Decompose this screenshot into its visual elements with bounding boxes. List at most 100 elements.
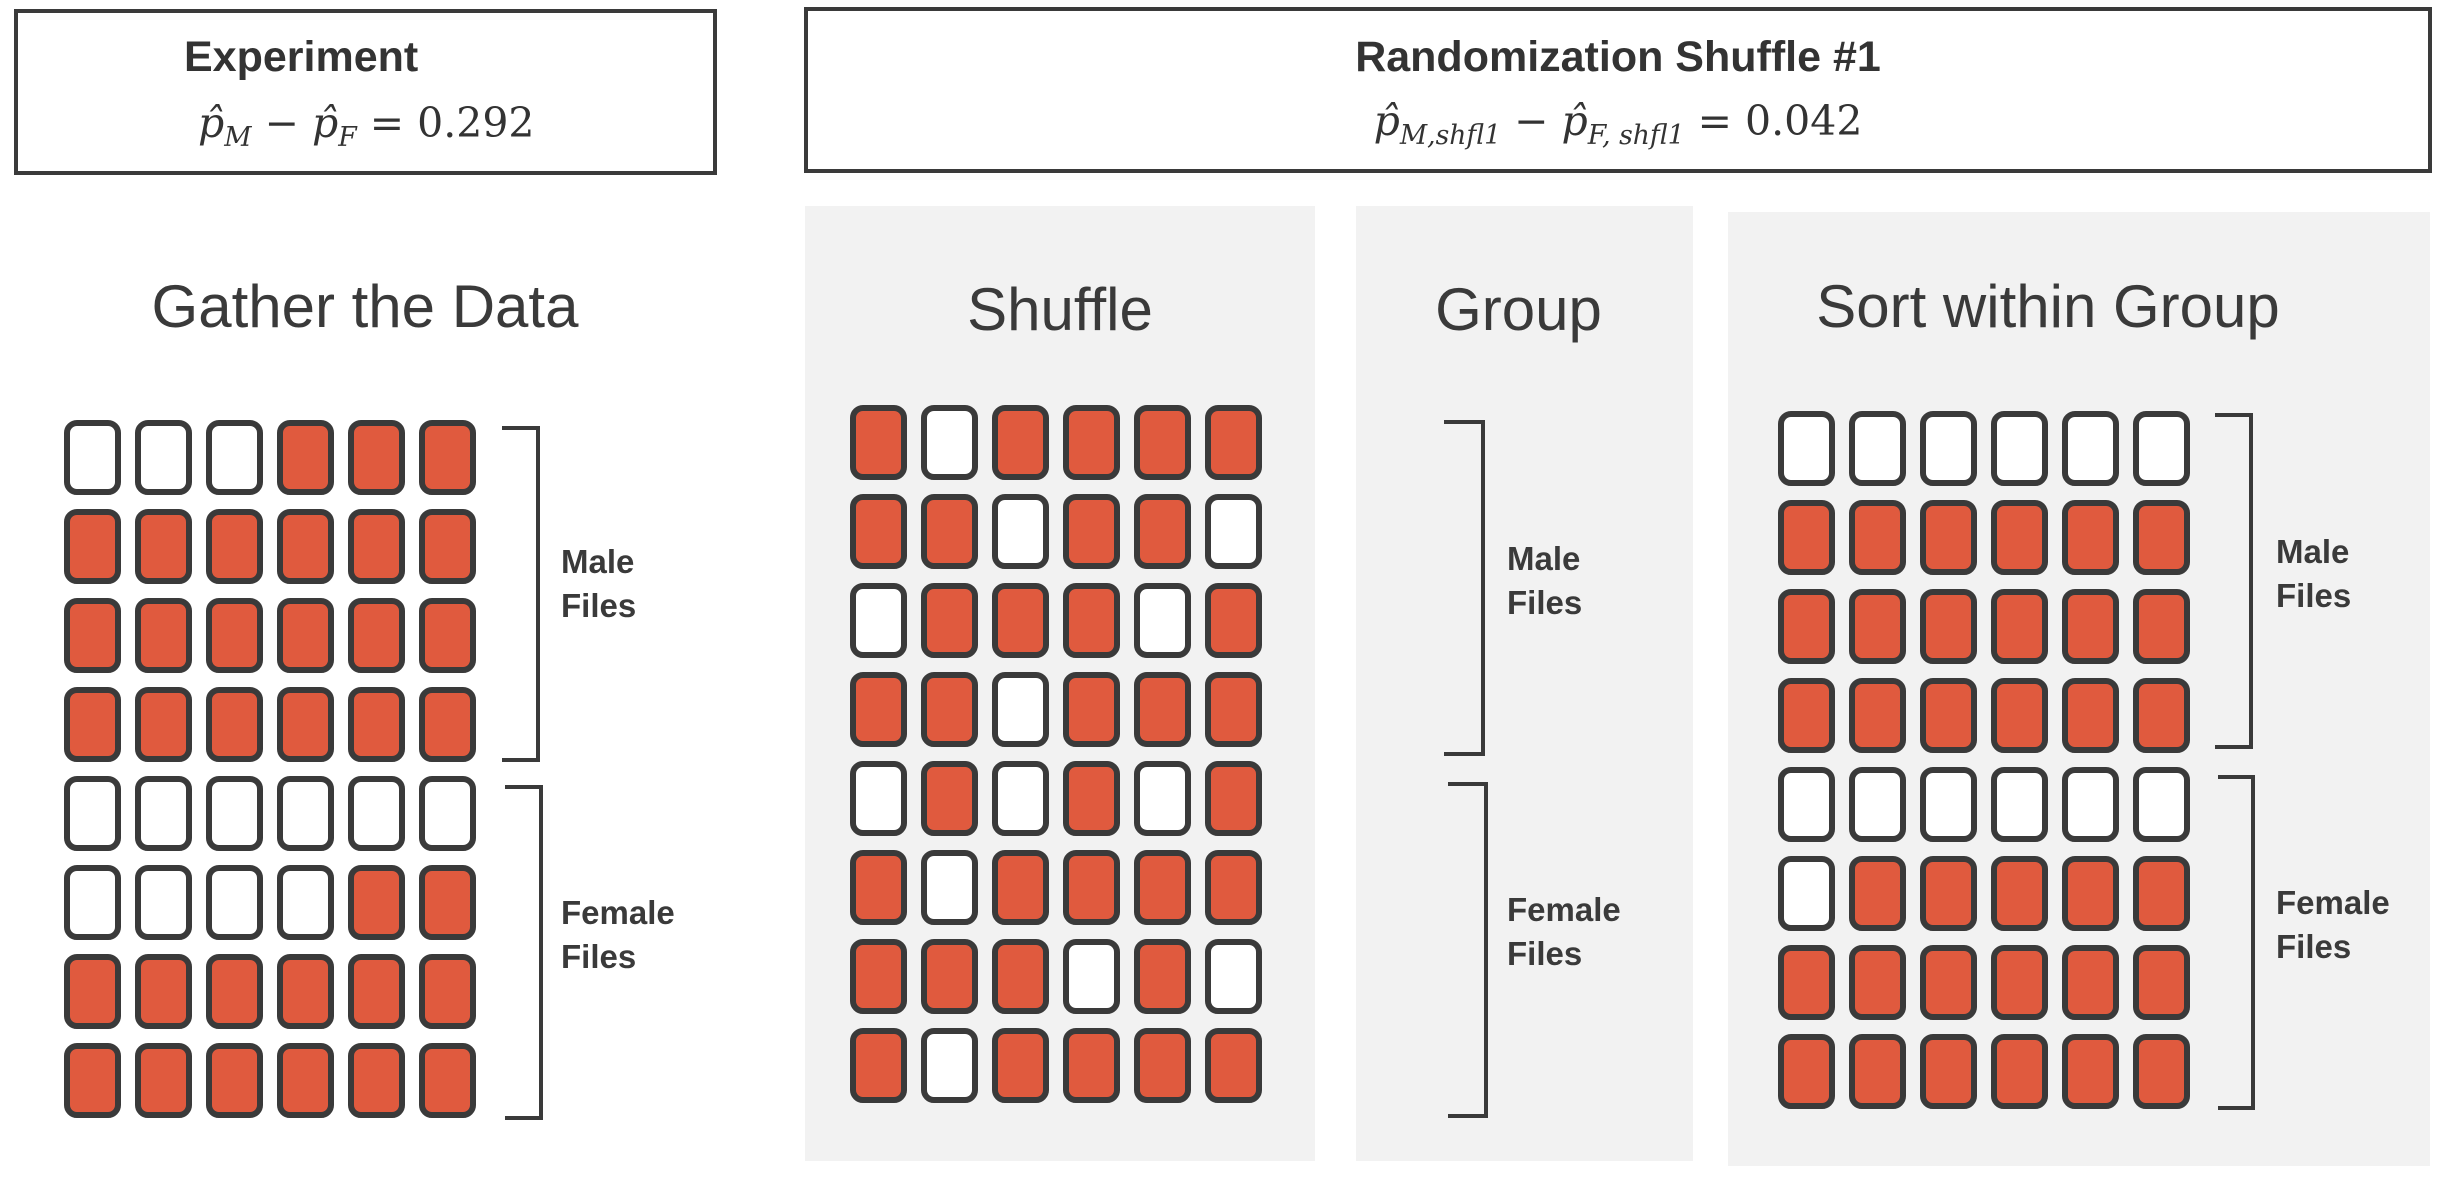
gather-file-card-empty xyxy=(206,420,263,495)
sort-file-card-empty xyxy=(2133,411,2190,486)
sort-file-card-filled xyxy=(2062,856,2119,931)
gather-file-card-filled xyxy=(64,954,121,1029)
group-female-label-line2: Files xyxy=(1507,935,1583,972)
sort-file-card-filled xyxy=(1778,678,1835,753)
shuffle-file-card-filled xyxy=(921,494,978,569)
shuffle-file-card-filled xyxy=(1063,494,1120,569)
gather-female-label-line1: Female xyxy=(561,894,675,931)
sort-female-bracket xyxy=(2218,775,2255,1110)
sort-file-card-filled xyxy=(2062,945,2119,1020)
shuffle-file-card-empty xyxy=(992,672,1049,747)
gather-file-card-filled xyxy=(419,1043,476,1118)
randomization-formula: p̂M,shfl1 − p̂F, shfl1 = 0.042 xyxy=(808,97,2428,151)
gather-file-card-empty xyxy=(419,776,476,851)
gather-file-card-filled xyxy=(348,509,405,584)
shuffle-file-card-empty xyxy=(1205,494,1262,569)
shuffle-file-card-filled xyxy=(1134,939,1191,1014)
gather-file-card-empty xyxy=(64,776,121,851)
sort-file-card-empty xyxy=(1778,767,1835,842)
sort-female-label-line1: Female xyxy=(2276,884,2390,921)
sort-file-card-empty xyxy=(1920,767,1977,842)
gather-female-bracket xyxy=(505,785,543,1120)
sort-file-card-empty xyxy=(2133,767,2190,842)
shuffle-file-card-filled xyxy=(850,1028,907,1103)
shuffle-file-card-filled xyxy=(992,583,1049,658)
shuffle-file-card-empty xyxy=(1134,583,1191,658)
sort-file-card-filled xyxy=(1920,1034,1977,1109)
shuffle-file-card-empty xyxy=(921,1028,978,1103)
experiment-formula-text: p̂M − p̂F = 0.292 xyxy=(198,99,535,154)
gather-file-card-filled xyxy=(277,509,334,584)
shuffle-file-card-filled xyxy=(1205,761,1262,836)
sort-file-card-filled xyxy=(1849,1034,1906,1109)
gather-grid xyxy=(64,420,476,1118)
shuffle-file-card-empty xyxy=(992,761,1049,836)
sort-female-label: Female Files xyxy=(2276,881,2390,969)
sort-file-card-filled xyxy=(2133,678,2190,753)
shuffle-file-card-filled xyxy=(1134,494,1191,569)
shuffle-file-card-filled xyxy=(1205,583,1262,658)
gather-file-card-filled xyxy=(64,1043,121,1118)
shuffle-file-card-filled xyxy=(1063,761,1120,836)
group-male-label: Male Files xyxy=(1507,537,1582,625)
gather-male-label-line1: Male xyxy=(561,543,635,580)
sort-file-card-empty xyxy=(1849,411,1906,486)
gather-male-label-line2: Files xyxy=(561,587,637,624)
gather-file-card-filled xyxy=(348,954,405,1029)
gather-file-card-filled xyxy=(135,1043,192,1118)
gather-file-card-filled xyxy=(419,954,476,1029)
experiment-title: Experiment xyxy=(184,33,419,81)
gather-file-card-empty xyxy=(206,776,263,851)
gather-file-card-empty xyxy=(348,776,405,851)
sort-file-card-filled xyxy=(1991,500,2048,575)
gather-file-card-empty xyxy=(277,865,334,940)
gather-file-card-filled xyxy=(277,954,334,1029)
sort-file-card-filled xyxy=(1991,678,2048,753)
group-female-label-line1: Female xyxy=(1507,891,1621,928)
shuffle-file-card-filled xyxy=(1063,1028,1120,1103)
gather-file-card-filled xyxy=(135,687,192,762)
gather-male-label: Male Files xyxy=(561,540,636,628)
randomization-box: Randomization Shuffle #1 p̂M,shfl1 − p̂F… xyxy=(804,7,2432,173)
shuffle-file-card-filled xyxy=(1134,672,1191,747)
gather-file-card-filled xyxy=(135,509,192,584)
sort-file-card-filled xyxy=(1849,945,1906,1020)
sort-file-card-filled xyxy=(1778,500,1835,575)
shuffle-file-card-filled xyxy=(850,939,907,1014)
sort-file-card-empty xyxy=(2062,767,2119,842)
group-panel xyxy=(1356,206,1693,1161)
shuffle-file-card-filled xyxy=(850,672,907,747)
shuffle-file-card-filled xyxy=(1205,850,1262,925)
sort-file-card-filled xyxy=(2133,856,2190,931)
group-male-label-line2: Files xyxy=(1507,584,1583,621)
experiment-formula: p̂M − p̂F = 0.292 xyxy=(198,99,713,153)
gather-file-card-filled xyxy=(277,1043,334,1118)
gather-file-card-empty xyxy=(64,865,121,940)
gather-file-card-filled xyxy=(348,420,405,495)
shuffle-file-card-filled xyxy=(1063,672,1120,747)
sort-file-card-filled xyxy=(1991,1034,2048,1109)
sort-file-card-filled xyxy=(2062,678,2119,753)
gather-file-card-filled xyxy=(206,954,263,1029)
gather-file-card-filled xyxy=(206,1043,263,1118)
gather-file-card-filled xyxy=(277,687,334,762)
shuffle-file-card-filled xyxy=(1134,850,1191,925)
sort-female-label-line2: Files xyxy=(2276,928,2352,965)
gather-file-card-filled xyxy=(64,509,121,584)
shuffle-file-card-filled xyxy=(921,583,978,658)
group-female-bracket xyxy=(1448,782,1488,1118)
sort-file-card-empty xyxy=(1849,767,1906,842)
gather-file-card-filled xyxy=(64,687,121,762)
shuffle-file-card-filled xyxy=(1205,1028,1262,1103)
shuffle-file-card-filled xyxy=(992,1028,1049,1103)
sort-file-card-filled xyxy=(1849,500,1906,575)
gather-file-card-empty xyxy=(135,420,192,495)
gather-file-card-filled xyxy=(206,687,263,762)
gather-file-card-filled xyxy=(277,598,334,673)
shuffle-file-card-empty xyxy=(1205,939,1262,1014)
sort-male-label: Male Files xyxy=(2276,530,2351,618)
sort-file-card-filled xyxy=(2133,945,2190,1020)
gather-file-card-empty xyxy=(206,865,263,940)
group-male-bracket xyxy=(1444,420,1485,756)
sort-file-card-filled xyxy=(1920,945,1977,1020)
